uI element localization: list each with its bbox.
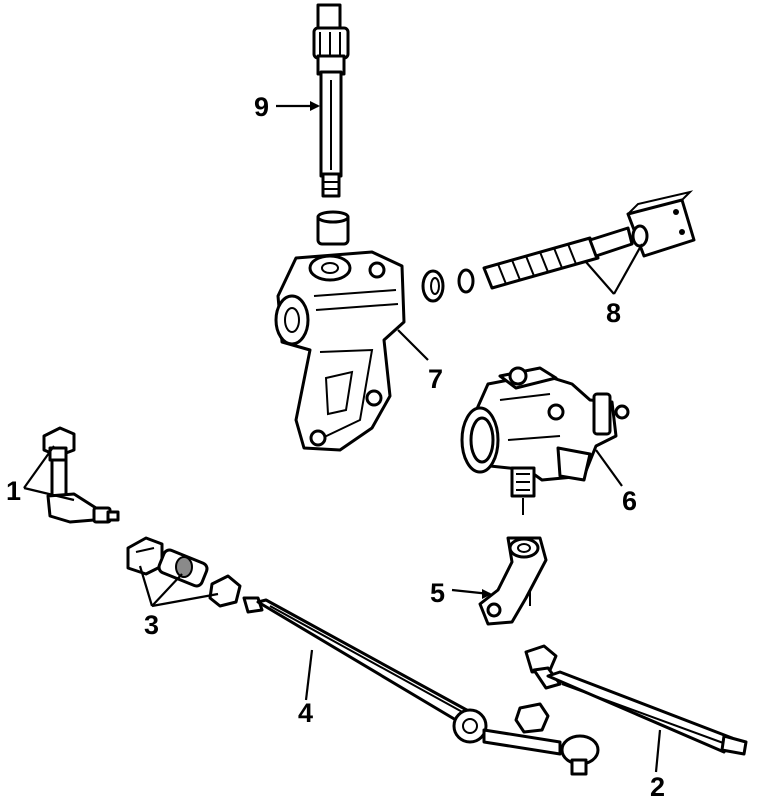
part-8-valve-assembly bbox=[482, 190, 696, 290]
callout-1: 1 bbox=[6, 476, 21, 506]
callout-2: 2 bbox=[650, 772, 665, 800]
callout-6: 6 bbox=[622, 486, 637, 516]
callout-9: 9 bbox=[254, 92, 269, 122]
part-7-gear-housing-bracket bbox=[274, 250, 406, 452]
part-5-pitman-arm bbox=[478, 536, 548, 626]
part-4-tie-rod bbox=[242, 596, 600, 776]
callout-3: 3 bbox=[144, 610, 159, 640]
part-6-steering-gear bbox=[460, 366, 630, 515]
part-9-steering-shaft bbox=[312, 3, 350, 198]
callout-labels: 9 7 8 6 5 1 3 4 2 bbox=[6, 92, 665, 800]
callout-4: 4 bbox=[298, 698, 313, 728]
callout-7: 7 bbox=[428, 364, 443, 394]
part-2-tie-rod-assembly bbox=[524, 644, 748, 756]
seal-washer bbox=[421, 268, 475, 303]
callout-5: 5 bbox=[430, 578, 445, 608]
part-3-adjusting-sleeve bbox=[126, 536, 242, 608]
part-1-tie-rod-end bbox=[42, 426, 120, 524]
coupler-sleeve bbox=[316, 210, 350, 246]
callout-8: 8 bbox=[606, 298, 621, 328]
leader-lines bbox=[23, 101, 662, 773]
